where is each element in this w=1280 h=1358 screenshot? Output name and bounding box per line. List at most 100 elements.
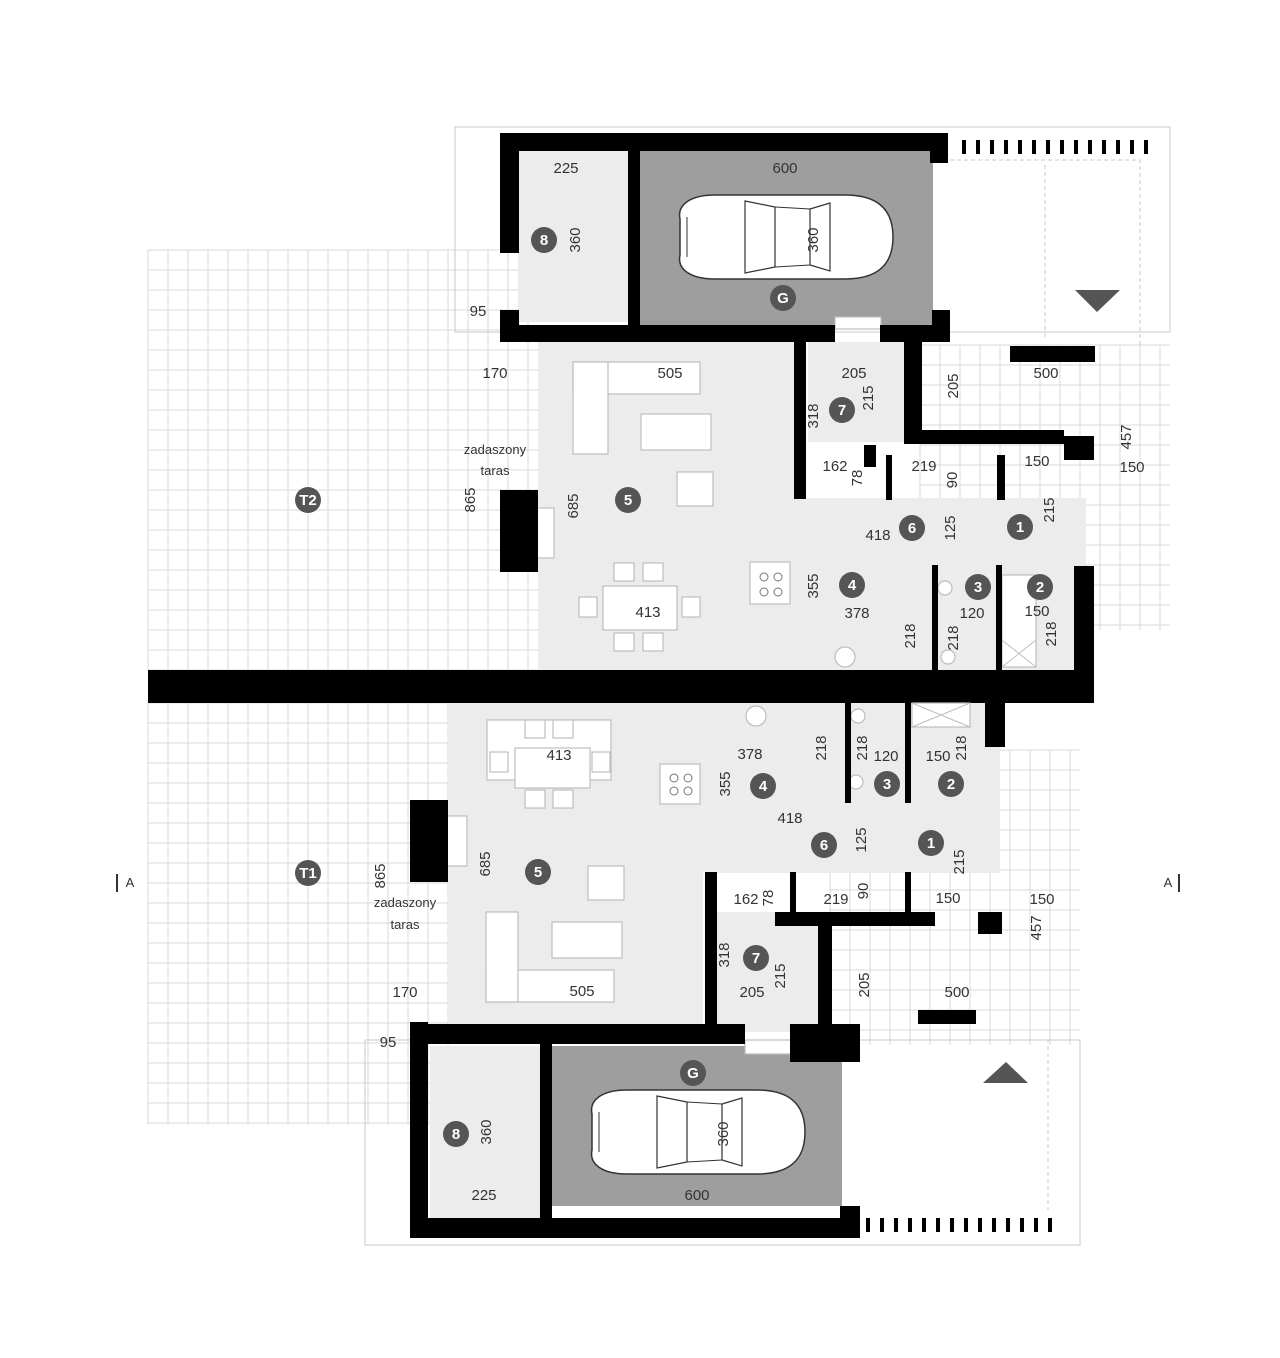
room-8-upper-marker-number: 8 [540,232,548,249]
terrace-t1-marker: T1 [295,860,321,886]
corridor-upper-dim-2: 78 [849,470,866,487]
gate-lower-hatch [866,1218,1052,1232]
dining-table-upper [602,585,678,631]
chair-upper-1 [613,562,635,582]
section-left-tick [116,874,118,892]
coffee-table-upper [640,413,712,451]
room-2-lower-marker-number: 2 [947,776,955,793]
terrace-t2-offset: 170 [482,365,507,382]
room-6-lower-marker: 6 [811,832,837,858]
room-4-upper-width: 378 [844,605,869,622]
room-2-upper-marker: 2 [1027,574,1053,600]
car-upper-icon [678,194,894,280]
wc-upper [937,580,953,596]
walls-lower [410,703,1005,1238]
garage-upper-length: 360 [805,227,822,252]
chair-lower-6 [591,751,611,773]
room-2-lower-length: 218 [953,735,970,760]
burner-lower-1 [669,773,679,783]
entrance-upper-dim-2: 500 [1033,365,1058,382]
room-3-upper-marker-number: 3 [974,579,982,596]
burner-upper-3 [759,587,769,597]
room-1-upper-marker-number: 1 [1016,519,1024,536]
chair-upper-4 [642,632,664,652]
room-4-lower-marker-number: 4 [759,778,768,795]
chair-upper-5 [578,596,598,618]
chair-upper-3 [613,632,635,652]
section-right-label: A [1164,875,1173,890]
room-6-upper-width: 418 [865,527,890,544]
garage-door-lower [744,1039,792,1055]
room-8-lower-length: 360 [478,1119,495,1144]
terrace-t2-gap: 95 [470,303,487,320]
terrace-t2-depth: 865 [462,487,479,512]
driveway-lower-outline [865,1039,1049,1210]
room-3-upper-width: 120 [959,605,984,622]
entrance-arrow-upper-icon [1075,290,1120,312]
chair-lower-4 [552,789,574,809]
room-5-upper-length: 685 [565,493,582,518]
sink-lower [745,705,767,727]
room-5-lower-length: 685 [477,851,494,876]
room-7-upper-marker: 7 [829,397,855,423]
room-6-lower-length: 125 [853,827,870,852]
driveway-upper-outline [950,159,1141,345]
section-right-tick [1178,874,1180,892]
room-7-lower-marker-number: 7 [752,950,760,967]
entrance-upper-dim-4: 150 [1119,459,1144,476]
wardrobe-upper-x2 [1001,639,1037,668]
room-1-upper-width: 150 [1024,453,1049,470]
room-5-lower-width: 505 [569,983,594,1000]
room-7-lower-width: 205 [739,984,764,1001]
corridor-upper-dim-1: 162 [822,458,847,475]
boiler-lower [850,708,866,724]
cooktop-lower [659,763,701,805]
sofa-upper-side [572,361,609,455]
room-6-upper-length: 125 [942,515,959,540]
chair-lower-2 [552,719,574,739]
entrance-lower-dim-1: 205 [856,972,873,997]
room-7-lower-marker: 7 [743,945,769,971]
car-lower-icon [590,1089,806,1175]
room-3-upper-length: 218 [945,625,962,650]
room-4-upper-marker-number: 4 [848,577,857,594]
room-8-upper-marker: 8 [531,227,557,253]
room-2-lower-width: 150 [925,748,950,765]
room-7-upper-length: 215 [860,385,877,410]
room-3-lower-length: 218 [854,735,871,760]
section-left-label: A [126,875,135,890]
sofa-lower-side [485,911,519,1003]
boiler-upper [940,649,956,665]
armchair-upper [676,471,714,507]
corridor-upper-dim-3: 219 [911,458,936,475]
corridor-lower-dim-2: 78 [760,890,777,907]
corridor-lower-dim-3: 219 [823,891,848,908]
room-7-upper-marker-number: 7 [838,402,846,419]
terrace-t2-marker: T2 [295,487,321,513]
coffee-table-lower [551,921,623,959]
room-5-lower-marker-number: 5 [534,864,542,881]
bath-7-lower-floor [713,912,818,1032]
room-3-lower-marker: 3 [874,771,900,797]
gate-upper-hatch [962,140,1148,154]
wc-lower [848,774,864,790]
chair-upper-6 [681,596,701,618]
room-2-lower-marker: 2 [938,771,964,797]
room-5-lower-marker: 5 [525,859,551,885]
burner-lower-4 [683,786,693,796]
armchair-lower [587,865,625,901]
sink-upper [834,646,856,668]
entrance-arrow-lower-icon [983,1062,1028,1083]
room-6-lower-marker-number: 6 [820,837,828,854]
wardrobe-lower-x2 [911,702,971,728]
room-6-lower-width: 418 [777,810,802,827]
room-7-lower-length-2: 318 [716,942,733,967]
room-2-upper-marker-number: 2 [1036,579,1044,596]
burner-upper-1 [759,572,769,582]
room-1-lower-width: 150 [935,890,960,907]
room-5-upper-width: 505 [657,365,682,382]
burner-lower-2 [683,773,693,783]
room-4-lower-width: 378 [737,746,762,763]
room-5-lower-dining: 413 [546,747,571,764]
